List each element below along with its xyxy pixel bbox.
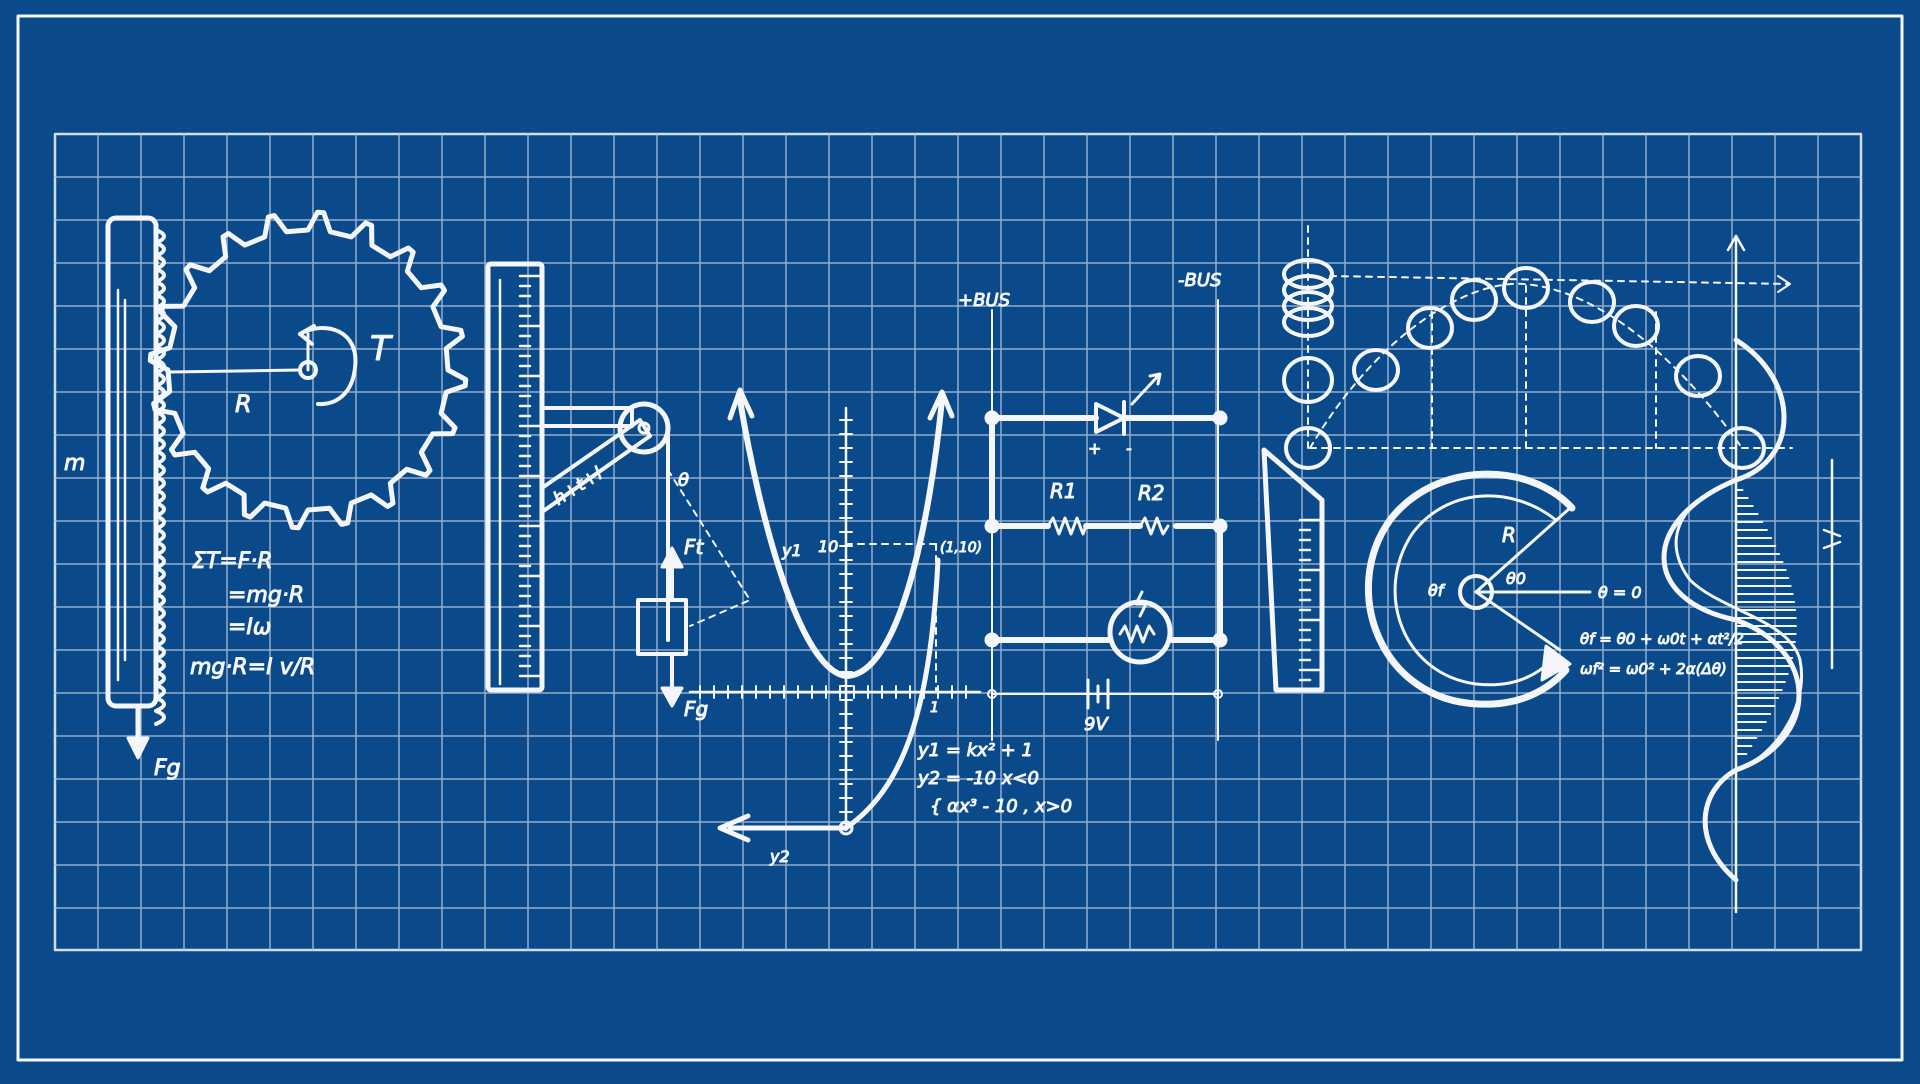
label-r2: R2 xyxy=(1138,481,1165,505)
label-torque: T xyxy=(370,329,393,369)
label-m: m xyxy=(64,451,85,476)
projectile-ball xyxy=(1674,354,1722,398)
diode xyxy=(1094,400,1126,436)
resistor-r1 xyxy=(1046,516,1088,536)
label-theta-zero: θ = 0 xyxy=(1598,583,1642,602)
grid-paper xyxy=(53,132,1863,952)
label-radius: R xyxy=(235,390,252,418)
gear-radius xyxy=(168,368,302,374)
letter-c-rotation xyxy=(1364,470,1592,708)
label-ft: Ft xyxy=(684,535,705,559)
stacked-ball xyxy=(1282,290,1334,322)
torque-arrow xyxy=(298,325,358,407)
label-minus-bus: -BUS xyxy=(1178,270,1221,291)
torque-eq-2: =mg·R xyxy=(228,583,304,608)
projectile-ball xyxy=(1502,266,1550,310)
label-theta-h: θ xyxy=(678,470,689,491)
lamp xyxy=(1107,599,1173,665)
resistor-r2 xyxy=(1138,516,1170,536)
label-one: 1 xyxy=(930,700,939,716)
projectile-ball xyxy=(1406,306,1454,350)
label-theta0: θ0 xyxy=(1506,569,1526,588)
label-r1: R1 xyxy=(1050,479,1077,503)
torque-eq-3: =Iω xyxy=(228,615,271,640)
stacked-ball xyxy=(1282,306,1334,338)
falling-ball xyxy=(1284,426,1332,470)
falling-ball xyxy=(1282,356,1334,404)
torque-eq-1: ΣT=F·R xyxy=(192,549,273,574)
sine-wave xyxy=(1661,337,1802,883)
letter-s-circuit xyxy=(984,299,1228,741)
parabola-y1 xyxy=(737,397,945,679)
letter-y-graph xyxy=(688,387,982,843)
projectile-ball xyxy=(1352,348,1400,392)
projectile-ball xyxy=(1568,280,1616,324)
label-c-radius: R xyxy=(1502,523,1516,547)
graph-eq-1: y1 = kx² + 1 xyxy=(917,740,1033,761)
ramp-arm xyxy=(540,418,652,514)
circuit-s-path xyxy=(989,415,1223,643)
label-y2: y2 xyxy=(769,847,790,866)
rotation-eq-2: ωf² = ω0² + 2α(Δθ) xyxy=(1580,660,1727,678)
label-9v: 9V xyxy=(1084,714,1109,735)
rack-bar xyxy=(105,215,159,709)
label-plus: + xyxy=(1088,439,1101,458)
c-inner xyxy=(1393,494,1558,687)
ruler xyxy=(485,261,545,693)
label-minus: - xyxy=(1126,439,1132,458)
letter-p-gear-rack xyxy=(105,209,469,760)
stacked-ball xyxy=(1282,274,1334,306)
letter-s-wave xyxy=(1661,234,1842,914)
projectile-ball xyxy=(1450,278,1498,322)
ramp xyxy=(540,406,634,428)
projectile-ball xyxy=(1718,426,1766,470)
label-10: 10 xyxy=(818,537,838,556)
label-ramp: h+t+l xyxy=(550,463,607,509)
label-fg-rack: Fg xyxy=(154,756,181,781)
rotation-eq-1: θf = θ0 + ω0t + αt²/2 xyxy=(1580,630,1744,648)
projectile-ball xyxy=(1612,304,1660,348)
piecewise-y2 xyxy=(843,557,941,831)
label-thetaf: θf xyxy=(1428,581,1446,600)
label-y1: y1 xyxy=(781,541,802,560)
label-fg-h: Fg xyxy=(684,697,708,721)
label-point: (1,10) xyxy=(940,540,982,556)
stacked-ball xyxy=(1282,258,1334,290)
graph-eq-2: y2 = -10 x<0 xyxy=(917,768,1039,789)
letter-h-ruler-pulley xyxy=(485,261,751,708)
gear-outline xyxy=(147,209,469,531)
outer-frame xyxy=(16,14,1904,1062)
c-outer xyxy=(1364,470,1576,708)
label-plus-bus: +BUS xyxy=(958,290,1010,311)
hanging-mass xyxy=(636,598,688,656)
graph-eq-3: { αx³ - 10 , x>0 xyxy=(930,796,1072,817)
torque-eq-4: mg·R=I v/R xyxy=(190,655,315,680)
letter-i-balls xyxy=(1261,225,1334,693)
i-ruler xyxy=(1261,447,1325,693)
led-arrows xyxy=(1130,372,1162,406)
projectile-arc xyxy=(1309,266,1793,470)
